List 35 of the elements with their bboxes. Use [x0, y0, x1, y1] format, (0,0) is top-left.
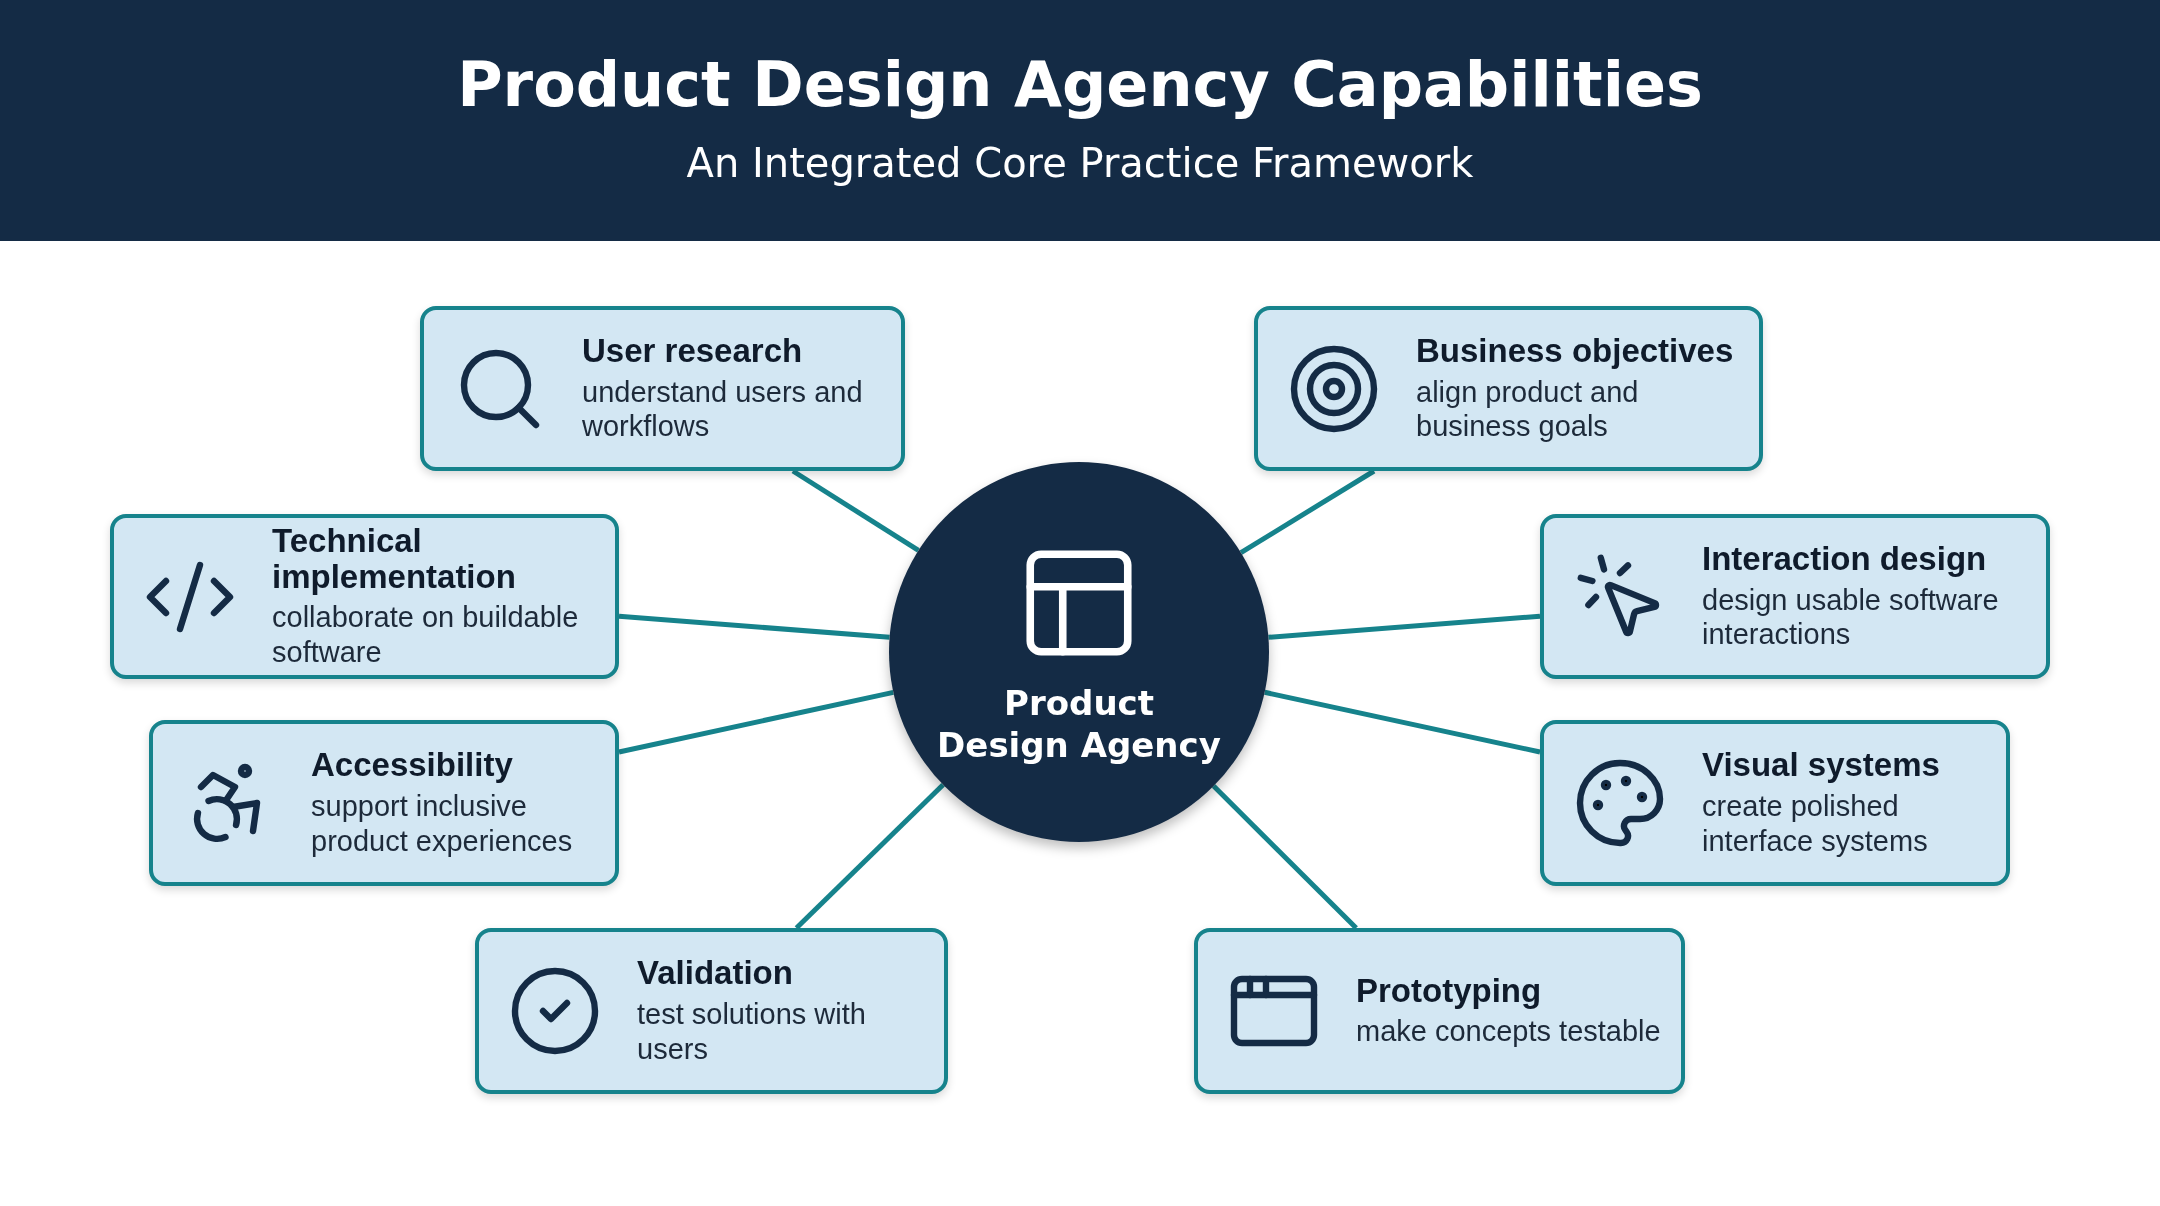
connector-line	[618, 689, 894, 755]
connector-line	[1211, 784, 1358, 930]
connector-line	[1239, 468, 1376, 555]
center-label: Product Design Agency	[936, 681, 1222, 767]
card-heading: Accessibility	[311, 747, 514, 783]
capability-card	[110, 514, 619, 679]
card-description: create polished interface systems	[1702, 789, 1929, 859]
card-description: align product and business goals	[1416, 374, 1640, 445]
connector-line	[794, 783, 945, 930]
capability-card	[420, 306, 905, 471]
capability-card	[1540, 514, 2050, 679]
connector-line	[791, 468, 920, 553]
connector-line	[1268, 613, 1541, 640]
card-description: make concepts testable	[1356, 1014, 1662, 1050]
card-heading: Visual systems	[1702, 747, 1941, 783]
card-heading: User research	[582, 332, 804, 369]
capability-card	[475, 928, 948, 1094]
card-heading: Validation	[637, 955, 794, 991]
card-description: understand users and workflows	[582, 374, 864, 445]
capability-card	[1254, 306, 1763, 471]
card-description: collaborate on buildable software	[272, 600, 580, 670]
card-heading: Prototyping	[1356, 972, 1543, 1009]
connector-line	[618, 613, 890, 640]
card-description: support inclusive product experiences	[311, 789, 574, 859]
card-description: design usable software interactions	[1702, 582, 2000, 653]
capability-card	[1540, 720, 2010, 886]
connector-line	[1264, 689, 1541, 755]
subtitle: An Integrated Core Practice Framework	[686, 140, 1474, 186]
capability-card	[149, 720, 619, 886]
capability-card	[1194, 928, 1685, 1094]
card-description: test solutions with users	[637, 997, 867, 1067]
card-heading: Interaction design	[1702, 540, 1988, 577]
card-heading: Business objectives	[1416, 332, 1735, 369]
card-heading: Technical implementation	[272, 523, 517, 595]
title: Product Design Agency Capabilities	[457, 48, 1703, 121]
